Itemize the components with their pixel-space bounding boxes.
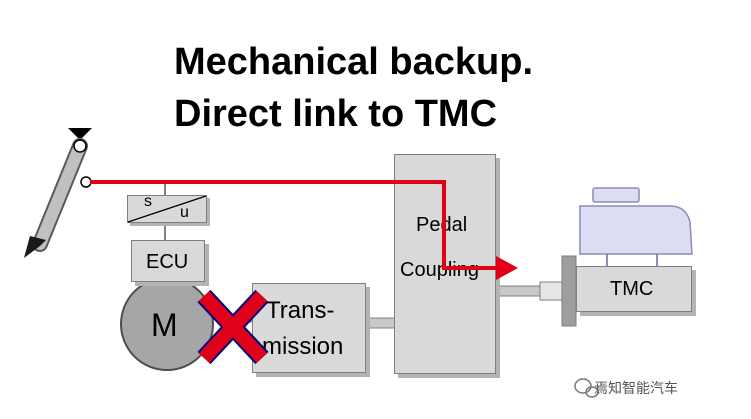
direct-link-line: [90, 180, 498, 270]
motor-label: M: [151, 307, 178, 343]
transmission-label-1: Trans-: [266, 297, 335, 324]
failure-cross-icon: [197, 289, 269, 365]
direct-link-arrowhead: [496, 256, 518, 280]
tmc-label: TMC: [610, 278, 654, 300]
pedal-coupling-label-1: Pedal: [416, 214, 468, 236]
brake-pedal: [24, 128, 92, 258]
title-line-2: Direct link to TMC: [174, 93, 498, 135]
page-title: Mechanical backup. Direct link to TMC: [174, 36, 533, 140]
reservoir: [579, 187, 693, 266]
sensor-label-s: s: [144, 193, 152, 210]
transmission-block: [252, 283, 366, 373]
sensor-label-u: u: [180, 204, 189, 221]
watermark-text: 焉知智能汽车: [594, 381, 678, 397]
tmc-block: [576, 266, 692, 312]
ecu-block: [131, 240, 205, 282]
title-line-1: Mechanical backup.: [174, 41, 534, 83]
transmission-label-2: mission: [262, 333, 344, 360]
pedal-coupling-label-2: Coupling: [400, 259, 479, 281]
ecu-label: ECU: [146, 251, 189, 273]
